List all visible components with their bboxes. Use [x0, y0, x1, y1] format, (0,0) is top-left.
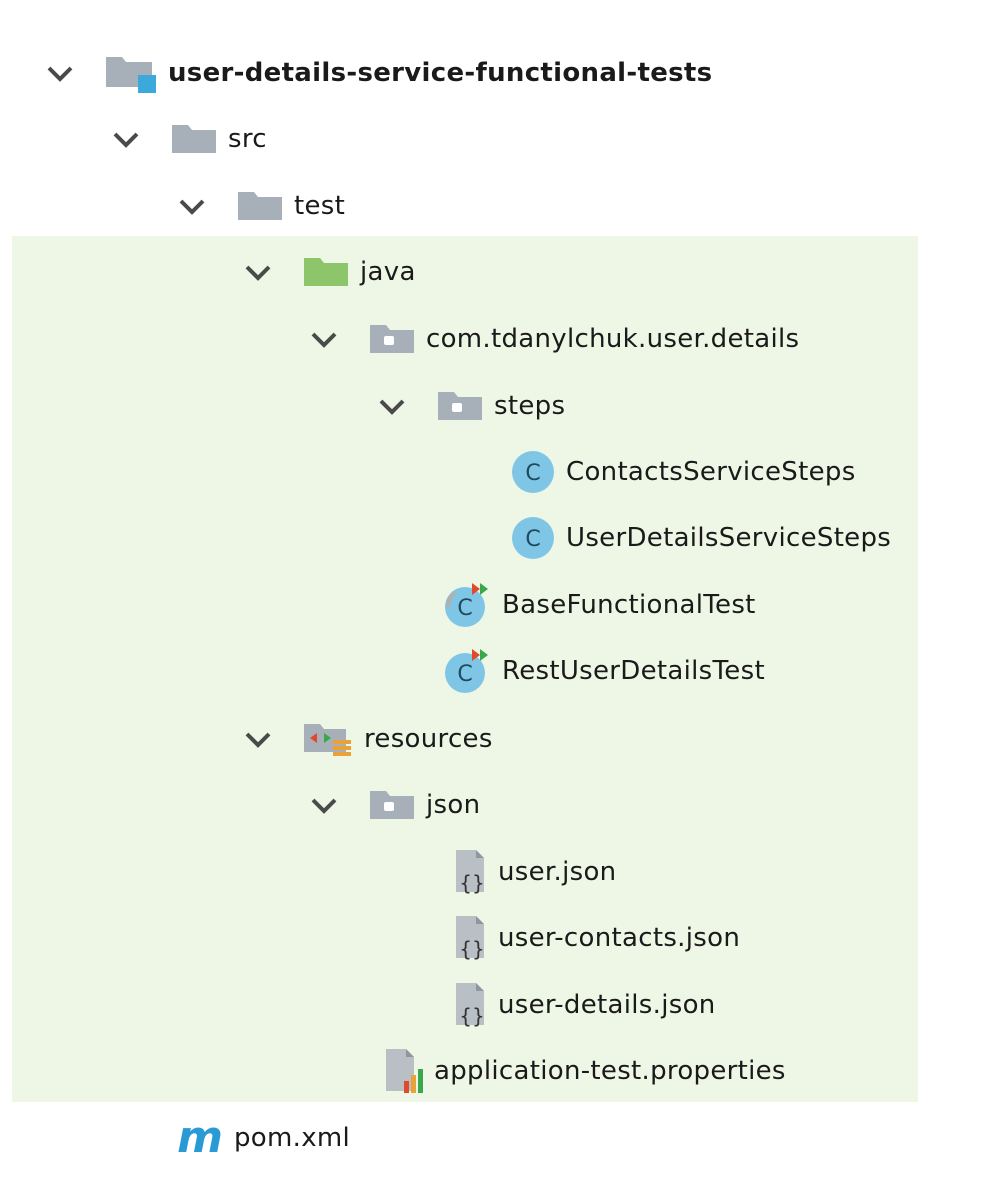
tree-item-json-folder[interactable]: json — [304, 775, 480, 835]
svg-text:C: C — [525, 527, 540, 552]
json-file-icon: {} — [448, 846, 492, 898]
tree-item-package[interactable]: com.tdanylchuk.user.details — [304, 309, 799, 369]
tree-item-label: com.tdanylchuk.user.details — [426, 324, 800, 354]
tree-item-pom-xml[interactable]: m pom.xml — [176, 1108, 350, 1168]
chevron-down-icon[interactable] — [238, 252, 278, 292]
class-icon: C — [510, 515, 556, 561]
test-class-icon: C — [442, 646, 492, 696]
tree-item-label: resources — [364, 724, 493, 754]
tree-item-label: json — [426, 790, 481, 820]
tree-item-base-functional-test[interactable]: C BaseFunctionalTest — [442, 575, 756, 635]
tree-item-label: java — [360, 257, 416, 287]
tree-item-user-json[interactable]: {} user.json — [448, 842, 616, 902]
tree-item-label: steps — [494, 391, 566, 421]
tree-item-user-details-service-steps[interactable]: C UserDetailsServiceSteps — [510, 508, 891, 568]
tree-item-user-details-json[interactable]: {} user-details.json — [448, 975, 716, 1035]
svg-text:m: m — [177, 1116, 223, 1160]
test-resources-folder-icon — [302, 718, 354, 760]
tree-item-label: test — [294, 191, 346, 221]
svg-text:{}: {} — [459, 871, 484, 895]
svg-text:{}: {} — [459, 937, 484, 961]
maven-icon: m — [176, 1116, 226, 1160]
project-folder-icon — [104, 51, 158, 95]
tree-item-java[interactable]: java — [238, 242, 416, 302]
tree-item-label: BaseFunctionalTest — [502, 590, 756, 620]
test-sources-folder-icon — [302, 252, 350, 292]
json-file-icon: {} — [448, 912, 492, 964]
tree-item-label: user-contacts.json — [498, 923, 741, 953]
chevron-down-icon[interactable] — [238, 719, 278, 759]
chevron-down-icon[interactable] — [172, 186, 212, 226]
svg-text:C: C — [457, 596, 472, 621]
tree-item-label: pom.xml — [234, 1123, 351, 1153]
svg-text:{}: {} — [459, 1004, 484, 1028]
tree-item-test[interactable]: test — [172, 176, 345, 236]
tree-item-label: user-details-service-functional-tests — [168, 58, 713, 88]
folder-icon — [170, 119, 218, 159]
json-file-icon: {} — [448, 979, 492, 1031]
tree-item-user-contacts-json[interactable]: {} user-contacts.json — [448, 908, 740, 968]
chevron-down-icon[interactable] — [106, 119, 146, 159]
svg-text:C: C — [525, 461, 540, 486]
package-icon — [368, 319, 416, 359]
chevron-down-icon[interactable] — [304, 785, 344, 825]
tree-item-src[interactable]: src — [106, 109, 267, 169]
tree-item-label: user.json — [498, 857, 617, 887]
tree-item-resources[interactable]: resources — [238, 709, 493, 769]
tree-item-label: ContactsServiceSteps — [566, 457, 856, 487]
tree-item-rest-user-details-test[interactable]: C RestUserDetailsTest — [442, 641, 765, 701]
tree-item-label: application-test.properties — [434, 1056, 786, 1086]
tree-item-steps[interactable]: steps — [372, 376, 565, 436]
tree-item-label: RestUserDetailsTest — [502, 656, 765, 686]
tree-item-label: src — [228, 124, 267, 154]
tree-item-project[interactable]: user-details-service-functional-tests — [40, 43, 712, 103]
tree-item-label: user-details.json — [498, 990, 716, 1020]
chevron-down-icon[interactable] — [304, 319, 344, 359]
properties-file-icon — [380, 1045, 428, 1097]
tree-item-application-test-properties[interactable]: application-test.properties — [380, 1041, 786, 1101]
abstract-test-class-icon: C — [442, 580, 492, 630]
chevron-down-icon[interactable] — [372, 386, 412, 426]
package-icon — [436, 386, 484, 426]
svg-text:C: C — [457, 662, 472, 687]
tree-item-label: UserDetailsServiceSteps — [566, 523, 892, 553]
chevron-down-icon[interactable] — [40, 53, 80, 93]
package-icon — [368, 785, 416, 825]
folder-icon — [236, 186, 284, 226]
class-icon: C — [510, 449, 556, 495]
tree-item-contacts-service-steps[interactable]: C ContactsServiceSteps — [510, 442, 856, 502]
